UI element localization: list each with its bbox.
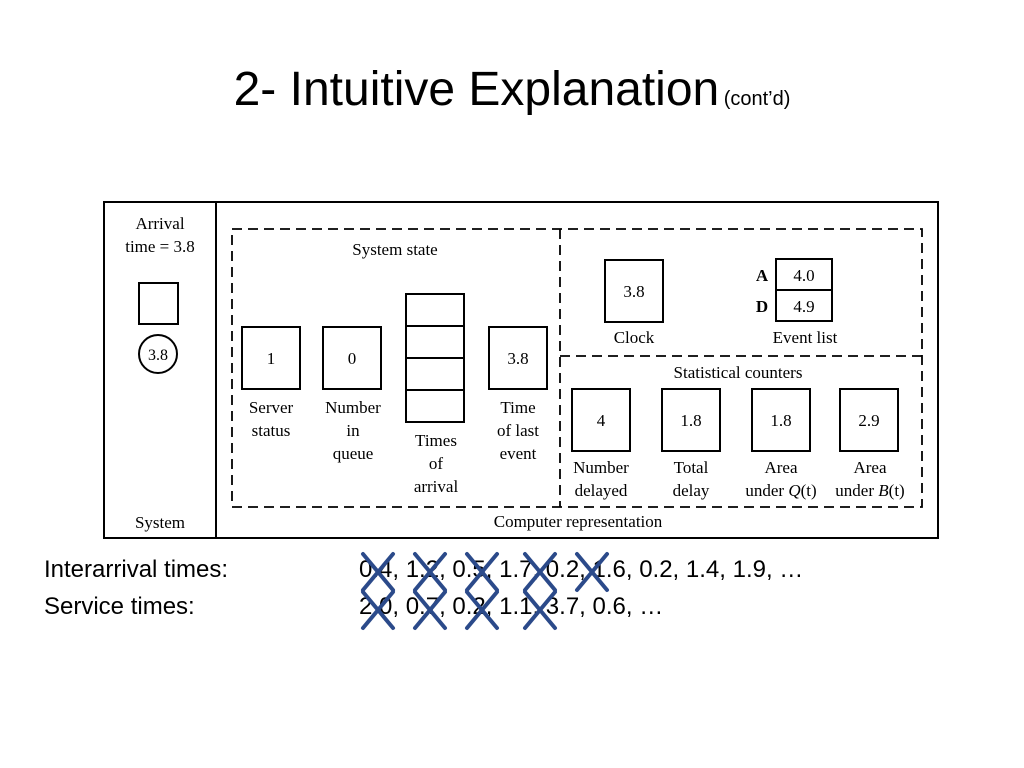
time-of-last-event-value: 3.8 bbox=[507, 349, 528, 368]
total-delay-box bbox=[661, 388, 721, 452]
number-delayed-label-2: delayed bbox=[575, 481, 628, 500]
number-in-queue-value: 0 bbox=[348, 349, 357, 368]
area-under-q-label-2: under Q(t) bbox=[745, 481, 816, 500]
times-of-arrival-label-1: Times bbox=[415, 431, 457, 450]
clock-label: Clock bbox=[614, 328, 655, 347]
interarrival-times-label: Interarrival times: bbox=[44, 556, 229, 583]
number-in-queue-label-3: queue bbox=[333, 444, 374, 463]
number-delayed-label-1: Number bbox=[573, 458, 629, 477]
event-a-value: 4.0 bbox=[793, 266, 814, 285]
service-times-values: 2.0, 0.7, 0.2, 1.1, 3.7, 0.6, … bbox=[359, 593, 664, 620]
time-of-last-event-label-3: event bbox=[500, 444, 537, 463]
interarrival-times-values: 0.4, 1.2, 0.5, 1.7, 0.2, 1.6, 0.2, 1.4, … bbox=[359, 556, 804, 583]
server-status-box bbox=[241, 326, 301, 390]
number-delayed-box bbox=[571, 388, 631, 452]
total-delay-label-2: delay bbox=[673, 481, 710, 500]
total-delay-value: 1.8 bbox=[680, 411, 701, 430]
title-subtitle: (cont’d) bbox=[723, 88, 791, 110]
service-times-row: Service times: 2.0, 0.7, 0.2, 1.1, 3.7, … bbox=[44, 593, 984, 623]
total-delay-label-1: Total bbox=[674, 458, 709, 477]
server-status-label-1: Server bbox=[249, 398, 294, 417]
arrival-label-line1: Arrival bbox=[135, 214, 184, 233]
statistical-counters-label: Statistical counters bbox=[674, 363, 803, 382]
computer-representation-region bbox=[231, 228, 923, 508]
area-under-b-label-2: under B(t) bbox=[835, 481, 904, 500]
number-in-queue-label-2: in bbox=[346, 421, 360, 440]
time-of-last-event-label-2: of last bbox=[497, 421, 539, 440]
customer-circle-value: 3.8 bbox=[148, 347, 168, 364]
times-of-arrival-label-3: arrival bbox=[414, 477, 459, 496]
area-under-q-box bbox=[751, 388, 811, 452]
event-a-key: A bbox=[756, 266, 769, 285]
event-d-value: 4.9 bbox=[793, 297, 814, 316]
area-under-q-value: 1.8 bbox=[770, 411, 791, 430]
clock-value: 3.8 bbox=[623, 282, 644, 301]
area-under-b-box bbox=[839, 388, 899, 452]
server-box bbox=[138, 282, 179, 325]
number-in-queue-box bbox=[322, 326, 382, 390]
event-list-label: Event list bbox=[773, 328, 838, 347]
customer-circle bbox=[138, 334, 178, 374]
system-label: System bbox=[135, 513, 185, 532]
area-under-b-value: 2.9 bbox=[858, 411, 879, 430]
title-main: 2- Intuitive Explanation bbox=[233, 63, 720, 116]
clock-box bbox=[604, 259, 664, 323]
arrival-label-line2: time = 3.8 bbox=[125, 237, 195, 256]
server-status-value: 1 bbox=[267, 349, 276, 368]
area-under-q-label-1: Area bbox=[764, 458, 797, 477]
time-of-last-event-box bbox=[488, 326, 548, 390]
times-of-arrival-label-2: of bbox=[429, 454, 444, 473]
interarrival-times-row: Interarrival times: 0.4, 1.2, 0.5, 1.7, … bbox=[44, 556, 984, 586]
number-in-queue-label-1: Number bbox=[325, 398, 381, 417]
computer-representation-label: Computer representation bbox=[494, 512, 663, 531]
service-times-label: Service times: bbox=[44, 593, 195, 620]
outer-frame bbox=[103, 201, 939, 539]
slide-title: 2- Intuitive Explanation (cont’d) bbox=[0, 62, 1024, 117]
event-d-key: D bbox=[756, 297, 768, 316]
number-delayed-value: 4 bbox=[597, 411, 606, 430]
time-of-last-event-label-1: Time bbox=[500, 398, 535, 417]
area-under-b-label-1: Area bbox=[853, 458, 886, 477]
system-state-label: System state bbox=[352, 240, 437, 259]
server-status-label-2: status bbox=[252, 421, 291, 440]
